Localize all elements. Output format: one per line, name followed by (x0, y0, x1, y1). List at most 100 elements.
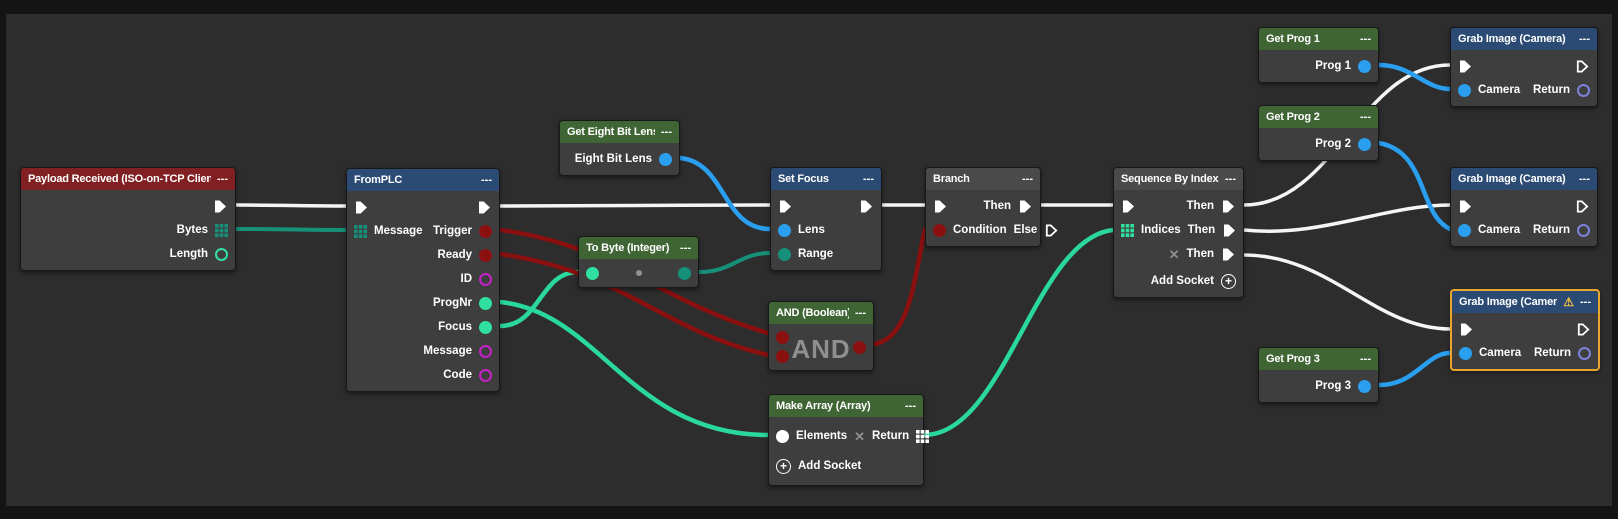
node-header[interactable]: Grab Image (Camera) ⚠ --- (1452, 291, 1598, 313)
node-menu-button[interactable]: --- (905, 400, 916, 412)
node-and-boolean[interactable]: AND (Boolean) --- AND (768, 301, 874, 371)
node-to-byte[interactable]: To Byte (Integer) --- (578, 236, 699, 288)
then-output-pin[interactable] (1018, 199, 1033, 214)
range-input-pin[interactable] (778, 248, 791, 261)
byte-output-pin[interactable] (678, 267, 691, 280)
node-header[interactable]: Branch --- (926, 168, 1040, 190)
node-menu-button[interactable]: --- (1360, 353, 1371, 365)
node-payload-received[interactable]: Payload Received (ISO-on-TCP Client) ---… (20, 167, 236, 271)
node-menu-button[interactable]: --- (863, 173, 874, 185)
exec-output-pin[interactable] (477, 200, 492, 215)
lens-input-pin[interactable] (778, 224, 791, 237)
node-grab-image-1[interactable]: Grab Image (Camera) --- Camera Return (1450, 27, 1598, 107)
else-output-pin[interactable] (1044, 223, 1059, 238)
value-input-pin[interactable] (586, 267, 599, 280)
prognr-output-pin[interactable] (479, 297, 492, 310)
then1-output-pin[interactable] (1221, 199, 1236, 214)
node-header[interactable]: Set Focus --- (771, 168, 881, 190)
length-output-pin[interactable] (215, 248, 228, 261)
condition-input-pin[interactable] (933, 224, 946, 237)
add-socket-button[interactable]: + Add Socket (769, 451, 923, 481)
node-header[interactable]: Get Eight Bit Lens --- (560, 121, 679, 143)
exec-input-pin[interactable] (1458, 59, 1473, 74)
node-header[interactable]: Get Prog 1 --- (1259, 28, 1378, 50)
node-menu-button[interactable]: --- (1360, 111, 1371, 123)
node-menu-button[interactable]: --- (1579, 33, 1590, 45)
add-socket-button[interactable]: Add Socket + (1114, 269, 1243, 293)
elements-input-pin[interactable] (776, 430, 789, 443)
prog1-output-pin[interactable] (1358, 60, 1371, 73)
node-sequence-by-index[interactable]: Sequence By Index --- Then Indices Then (1113, 167, 1244, 298)
prog3-output-pin[interactable] (1358, 380, 1371, 393)
return-output-pin[interactable] (1577, 84, 1590, 97)
ready-output-pin[interactable] (479, 249, 492, 262)
camera-input-pin[interactable] (1458, 84, 1471, 97)
node-menu-button[interactable]: --- (1225, 173, 1236, 185)
node-grab-image-2[interactable]: Grab Image (Camera) --- Camera Return (1450, 167, 1598, 247)
node-get-prog-1[interactable]: Get Prog 1 --- Prog 1 (1258, 27, 1379, 83)
code-output-pin[interactable] (479, 369, 492, 382)
node-header[interactable]: Payload Received (ISO-on-TCP Client) --- (21, 168, 235, 190)
node-menu-button[interactable]: --- (217, 173, 228, 185)
bytes-output-pin[interactable] (215, 224, 228, 237)
exec-input-pin[interactable] (778, 199, 793, 214)
node-menu-button[interactable]: --- (661, 126, 672, 138)
eight-bit-lens-output-pin[interactable] (659, 153, 672, 166)
remove-socket-icon[interactable]: ✕ (1169, 248, 1180, 261)
node-menu-button[interactable]: --- (1580, 296, 1591, 308)
prog2-output-pin[interactable] (1358, 138, 1371, 151)
and-output-pin[interactable] (853, 341, 866, 354)
node-header[interactable]: Grab Image (Camera) --- (1451, 28, 1597, 50)
node-menu-button[interactable]: --- (1579, 173, 1590, 185)
camera-input-pin[interactable] (1458, 224, 1471, 237)
add-socket-label: Add Socket (1151, 275, 1214, 287)
node-header[interactable]: Make Array (Array) --- (769, 395, 923, 417)
node-menu-button[interactable]: --- (1022, 173, 1033, 185)
node-branch[interactable]: Branch --- Then Condition Else (925, 167, 1041, 247)
exec-output-pin[interactable] (859, 199, 874, 214)
node-header[interactable]: Get Prog 2 --- (1259, 106, 1378, 128)
message-input-pin[interactable] (354, 225, 367, 238)
return-output-pin[interactable] (916, 430, 929, 443)
exec-input-pin[interactable] (1121, 199, 1136, 214)
node-header[interactable]: To Byte (Integer) --- (579, 237, 698, 259)
node-get-prog-3[interactable]: Get Prog 3 --- Prog 3 (1258, 347, 1379, 403)
node-menu-button[interactable]: --- (855, 307, 866, 319)
node-menu-button[interactable]: --- (481, 174, 492, 186)
exec-output-pin[interactable] (1575, 59, 1590, 74)
exec-input-pin[interactable] (354, 200, 369, 215)
return-output-pin[interactable] (1578, 347, 1591, 360)
exec-output-pin[interactable] (1576, 322, 1591, 337)
node-header[interactable]: Get Prog 3 --- (1259, 348, 1378, 370)
trigger-output-pin[interactable] (479, 225, 492, 238)
exec-output-pin[interactable] (1575, 199, 1590, 214)
node-header[interactable]: FromPLC --- (347, 169, 499, 191)
node-get-prog-2[interactable]: Get Prog 2 --- Prog 2 (1258, 105, 1379, 161)
node-grab-image-3[interactable]: Grab Image (Camera) ⚠ --- Camera Return (1450, 289, 1600, 371)
then2-output-pin[interactable] (1222, 223, 1237, 238)
node-header[interactable]: Grab Image (Camera) --- (1451, 168, 1597, 190)
exec-input-pin[interactable] (933, 199, 948, 214)
exec-input-pin[interactable] (1459, 322, 1474, 337)
node-get-eight-bit-lens[interactable]: Get Eight Bit Lens --- Eight Bit Lens (559, 120, 680, 176)
node-menu-button[interactable]: --- (680, 242, 691, 254)
focus-output-pin[interactable] (479, 321, 492, 334)
node-menu-button[interactable]: --- (1360, 33, 1371, 45)
return-output-pin[interactable] (1577, 224, 1590, 237)
add-socket-icon[interactable]: + (1221, 274, 1236, 289)
then3-output-pin[interactable] (1221, 247, 1236, 262)
exec-input-pin[interactable] (1458, 199, 1473, 214)
array-grid-icon (354, 225, 367, 238)
indices-input-pin[interactable] (1121, 224, 1134, 237)
id-output-pin[interactable] (479, 273, 492, 286)
node-set-focus[interactable]: Set Focus --- Lens Range (770, 167, 882, 271)
camera-input-pin[interactable] (1459, 347, 1472, 360)
node-make-array[interactable]: Make Array (Array) --- Elements ✕ Return… (768, 394, 924, 486)
node-header[interactable]: AND (Boolean) --- (769, 302, 873, 324)
add-socket-icon[interactable]: + (776, 459, 791, 474)
exec-output-pin[interactable] (213, 199, 228, 214)
remove-socket-icon[interactable]: ✕ (854, 430, 865, 443)
node-header[interactable]: Sequence By Index --- (1114, 168, 1243, 190)
node-fromplc[interactable]: FromPLC --- Message Trigger Ready (346, 168, 500, 392)
message-output-pin[interactable] (479, 345, 492, 358)
